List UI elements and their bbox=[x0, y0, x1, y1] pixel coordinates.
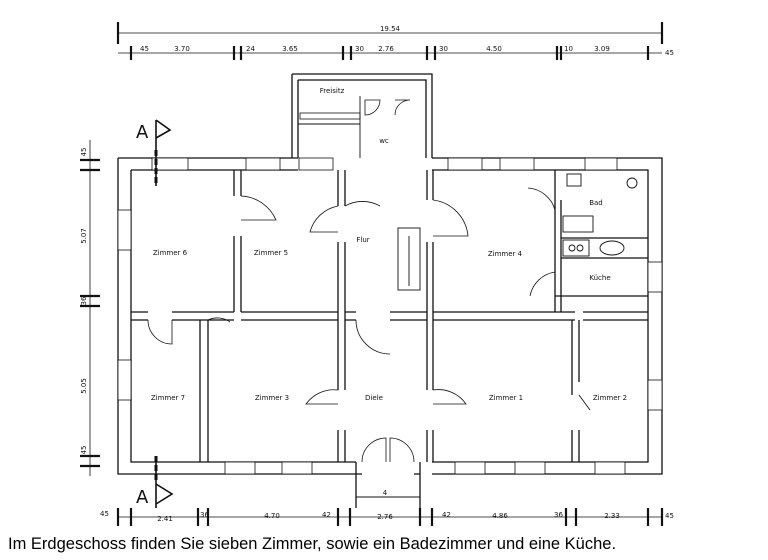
label-zimmer-1: Zimmer 1 bbox=[489, 394, 523, 402]
dim-bottom-11: 45 bbox=[665, 512, 674, 520]
label-zimmer-5: Zimmer 5 bbox=[254, 249, 288, 257]
dim-entrance: 4 bbox=[383, 489, 388, 497]
dim-left-1: 45 bbox=[80, 148, 88, 157]
left-dimensions: 45 5.07 36 5.05 45 bbox=[80, 140, 100, 476]
label-zimmer-3: Zimmer 3 bbox=[255, 394, 289, 402]
dim-top-7: 30 bbox=[439, 45, 448, 53]
dim-top-6: 2.76 bbox=[378, 45, 394, 53]
bottom-dimensions: 45 2.41 36 4.70 42 2.76 42 4.86 36 2.33 … bbox=[100, 508, 674, 526]
caption: Im Erdgeschoss finden Sie sieben Zimmer,… bbox=[8, 535, 617, 553]
label-zimmer-7: Zimmer 7 bbox=[151, 394, 185, 402]
dim-top-1: 45 bbox=[140, 45, 149, 53]
interior-walls bbox=[131, 170, 648, 462]
label-flur: Flur bbox=[356, 236, 369, 244]
dim-left-3: 36 bbox=[80, 296, 88, 305]
label-zimmer-4: Zimmer 4 bbox=[488, 250, 523, 258]
label-zimmer-6: Zimmer 6 bbox=[153, 249, 188, 257]
dim-top-10: 3.09 bbox=[594, 45, 610, 53]
section-label-bottom: A bbox=[136, 487, 149, 508]
dim-top-5: 30 bbox=[355, 45, 364, 53]
dim-top-9: 10 bbox=[564, 45, 573, 53]
dim-bottom-4: 4.70 bbox=[264, 512, 280, 520]
dim-bottom-9: 36 bbox=[554, 511, 563, 519]
dim-total: 19.54 bbox=[380, 25, 401, 33]
doors bbox=[147, 187, 591, 463]
floor-plan: 19.54 45 3.70 24 3.65 30 2.76 30 4.50 10… bbox=[80, 22, 674, 526]
dim-top-11: 45 bbox=[665, 49, 674, 57]
dim-top-4: 3.65 bbox=[282, 45, 298, 53]
label-kueche: Küche bbox=[589, 274, 610, 282]
dim-left-2: 5.07 bbox=[80, 228, 88, 244]
dim-bottom-2: 2.41 bbox=[157, 515, 173, 523]
dim-top-2: 3.70 bbox=[174, 45, 190, 53]
section-label-top: A bbox=[136, 122, 149, 143]
dim-bottom-10: 2.33 bbox=[604, 512, 620, 520]
dim-top-8: 4.50 bbox=[486, 45, 502, 53]
label-bad: Bad bbox=[589, 199, 603, 207]
dim-bottom-7: 42 bbox=[442, 511, 451, 519]
room-labels: Freisitz wc Zimmer 6 Zimmer 5 Flur Zimme… bbox=[151, 87, 627, 402]
label-diele: Diele bbox=[365, 394, 383, 402]
label-freisitz: Freisitz bbox=[320, 87, 345, 95]
dim-left-5: 45 bbox=[80, 446, 88, 455]
dim-bottom-1: 45 bbox=[100, 510, 109, 518]
dim-bottom-5: 42 bbox=[322, 511, 331, 519]
windows bbox=[117, 157, 663, 475]
label-wc: wc bbox=[379, 137, 389, 145]
dim-bottom-3: 36 bbox=[200, 511, 209, 519]
dim-bottom-6: 2.76 bbox=[377, 513, 393, 521]
dim-bottom-8: 4.86 bbox=[492, 512, 508, 520]
section-marker-top: A bbox=[136, 119, 172, 186]
top-dimensions: 19.54 45 3.70 24 3.65 30 2.76 30 4.50 10… bbox=[116, 22, 674, 60]
label-zimmer-2: Zimmer 2 bbox=[593, 394, 627, 402]
dim-top-3: 24 bbox=[246, 45, 255, 53]
dim-left-4: 5.05 bbox=[80, 378, 88, 394]
section-marker-bottom: A bbox=[136, 456, 174, 508]
freisitz-annex bbox=[291, 73, 433, 158]
